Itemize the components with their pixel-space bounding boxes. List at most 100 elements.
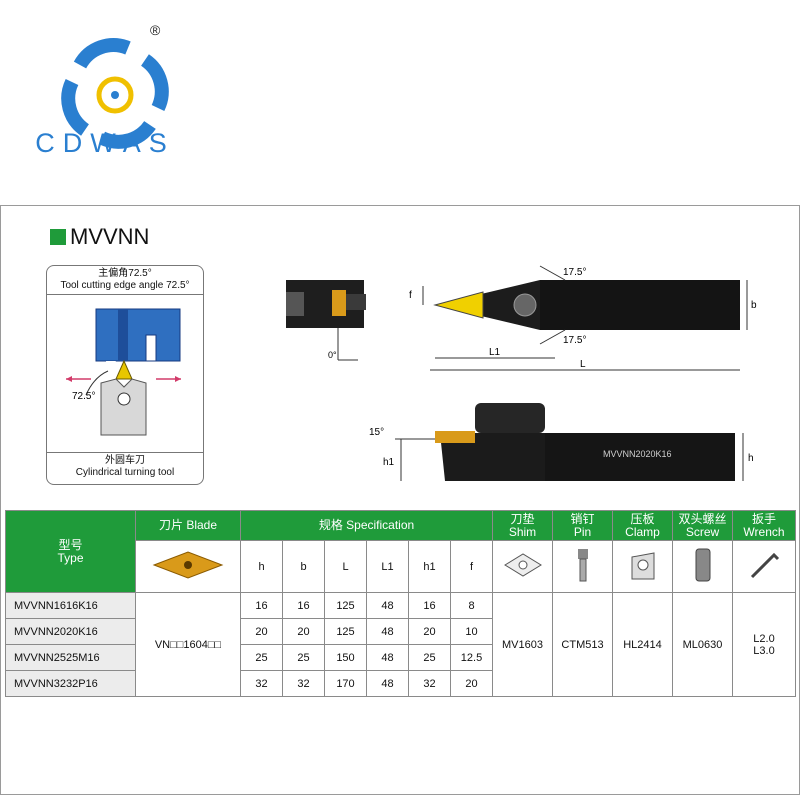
row-value: 25 — [240, 644, 283, 671]
row-type: MVVNN3232P16 — [5, 670, 136, 697]
shim-icon — [503, 553, 542, 577]
pin-image — [552, 540, 613, 593]
row-value: 125 — [324, 592, 367, 619]
screw-header-en: Screw — [685, 524, 720, 539]
angle-heading-en: Tool cutting edge angle 72.5° — [60, 280, 190, 291]
angle-heading-cn: 主偏角72.5° — [98, 268, 152, 279]
table-row: MVVNN2525M16 25 25 150 48 25 12.5 — [5, 644, 796, 671]
turning-diagram: 72.5° — [66, 308, 181, 436]
row-value: 25 — [282, 644, 325, 671]
row-type: MVVNN2525M16 — [5, 644, 136, 671]
shim-header-en: Shim — [508, 524, 537, 539]
side-view-drawing: MVVNN2020K16 15° h1 h — [369, 403, 754, 481]
table-row: MVVNN3232P16 32 32 170 48 32 20 — [5, 670, 796, 697]
pin-value: CTM513 — [552, 592, 613, 697]
clamp-header-cn: 压板 — [630, 511, 655, 526]
clamp-image — [612, 540, 673, 593]
row-value: 10 — [450, 618, 493, 645]
dim-f-label: f — [409, 290, 412, 301]
row-value: 12.5 — [450, 644, 493, 671]
tool-marking: MVVNN2020K16 — [603, 449, 672, 459]
wrench-header-en: Wrench — [743, 524, 785, 539]
spec-header: 规格 Specification — [240, 510, 493, 541]
wrench-value: L2.0 L3.0 — [732, 592, 796, 697]
row-value: 170 — [324, 670, 367, 697]
clamp-header-en: Clamp — [625, 524, 660, 539]
row-value: 32 — [408, 670, 451, 697]
shim-header: 刀垫 Shim — [492, 510, 553, 541]
screw-icon — [695, 548, 710, 582]
row-value: 32 — [240, 670, 283, 697]
dim-h1-label: h1 — [383, 457, 395, 468]
dim-h-label: h — [748, 453, 754, 464]
row-type: MVVNN2020K16 — [5, 618, 136, 645]
shim-value: MV1603 — [492, 592, 553, 697]
angle-footer-en: Cylindrical turning tool — [75, 467, 175, 478]
angle-footer-cn: 外圆车刀 — [105, 455, 145, 466]
angle-box-heading: 主偏角72.5° Tool cutting edge angle 72.5° — [46, 268, 204, 292]
specification-table: 型号 Type 刀片 Blade 规格 Specification 刀垫 Shi… — [5, 510, 796, 697]
row-value: 20 — [240, 618, 283, 645]
clamp-icon — [631, 552, 654, 580]
pin-header-cn: 销钉 — [570, 511, 595, 526]
wrench-value-1: L2.0 — [753, 632, 775, 645]
row-value: 150 — [324, 644, 367, 671]
spec-col-f: f — [450, 540, 493, 593]
top-angle-a: 17.5° — [563, 267, 586, 278]
angle-box-footer: 外圆车刀 Cylindrical turning tool — [46, 455, 204, 479]
row-value: 25 — [408, 644, 451, 671]
blade-image — [135, 540, 241, 593]
product-title: MVVNN — [70, 224, 150, 249]
blade-header: 刀片 Blade — [135, 510, 241, 541]
row-value: 48 — [366, 618, 409, 645]
clamp-value: HL2414 — [612, 592, 673, 697]
brand-name: CDWAS — [35, 128, 175, 158]
shim-header-cn: 刀垫 — [510, 511, 535, 526]
row-value: 48 — [366, 592, 409, 619]
spec-col-l: L — [324, 540, 367, 593]
type-header-en: Type — [57, 550, 84, 565]
registered-mark: ® — [150, 22, 161, 38]
side-angle-label: 15° — [369, 427, 384, 438]
screw-image — [672, 540, 733, 593]
row-value: 16 — [408, 592, 451, 619]
wrench-header-cn: 扳手 — [751, 511, 776, 526]
pin-header-en: Pin — [573, 524, 592, 539]
screw-header: 双头螺丝 Screw — [672, 510, 733, 541]
screw-value: ML0630 — [672, 592, 733, 697]
screw-header-cn: 双头螺丝 — [678, 511, 727, 526]
table-row: MVVNN2020K16 20 20 125 48 20 10 — [5, 618, 796, 645]
top-view-drawing: 17.5° 17.5° f b L1 L — [409, 265, 757, 371]
row-value: 8 — [450, 592, 493, 619]
top-angle-b: 17.5° — [563, 335, 586, 346]
row-value: 20 — [450, 670, 493, 697]
insert-icon — [152, 551, 224, 579]
row-value: 32 — [282, 670, 325, 697]
pin-header: 销钉 Pin — [552, 510, 613, 541]
row-value: 20 — [282, 618, 325, 645]
row-value: 125 — [324, 618, 367, 645]
dim-l-label: L — [580, 359, 586, 370]
zero-angle-label: 0° — [328, 350, 337, 360]
spec-col-b: b — [282, 540, 325, 593]
spec-col-h1: h1 — [408, 540, 451, 593]
dim-l1-label: L1 — [489, 347, 501, 358]
wrench-icon — [750, 552, 780, 579]
wrench-header: 扳手 Wrench — [732, 510, 796, 541]
wrench-image — [732, 540, 796, 593]
row-value: 48 — [366, 644, 409, 671]
end-view-drawing: 0° — [286, 280, 366, 361]
blade-value: VN□□1604□□ — [135, 592, 241, 697]
row-value: 16 — [282, 592, 325, 619]
row-value: 16 — [240, 592, 283, 619]
clamp-header: 压板 Clamp — [612, 510, 673, 541]
type-header-cn: 型号 — [58, 537, 83, 552]
pin-icon — [577, 549, 588, 582]
row-value: 48 — [366, 670, 409, 697]
type-header: 型号 Type — [5, 510, 136, 593]
shim-image — [492, 540, 553, 593]
table-row: MVVNN1616K16 VN□□1604□□ 16 16 125 48 16 … — [5, 592, 796, 697]
dim-b-label: b — [751, 300, 757, 311]
spec-col-l1: L1 — [366, 540, 409, 593]
row-type: MVVNN1616K16 — [5, 592, 136, 619]
